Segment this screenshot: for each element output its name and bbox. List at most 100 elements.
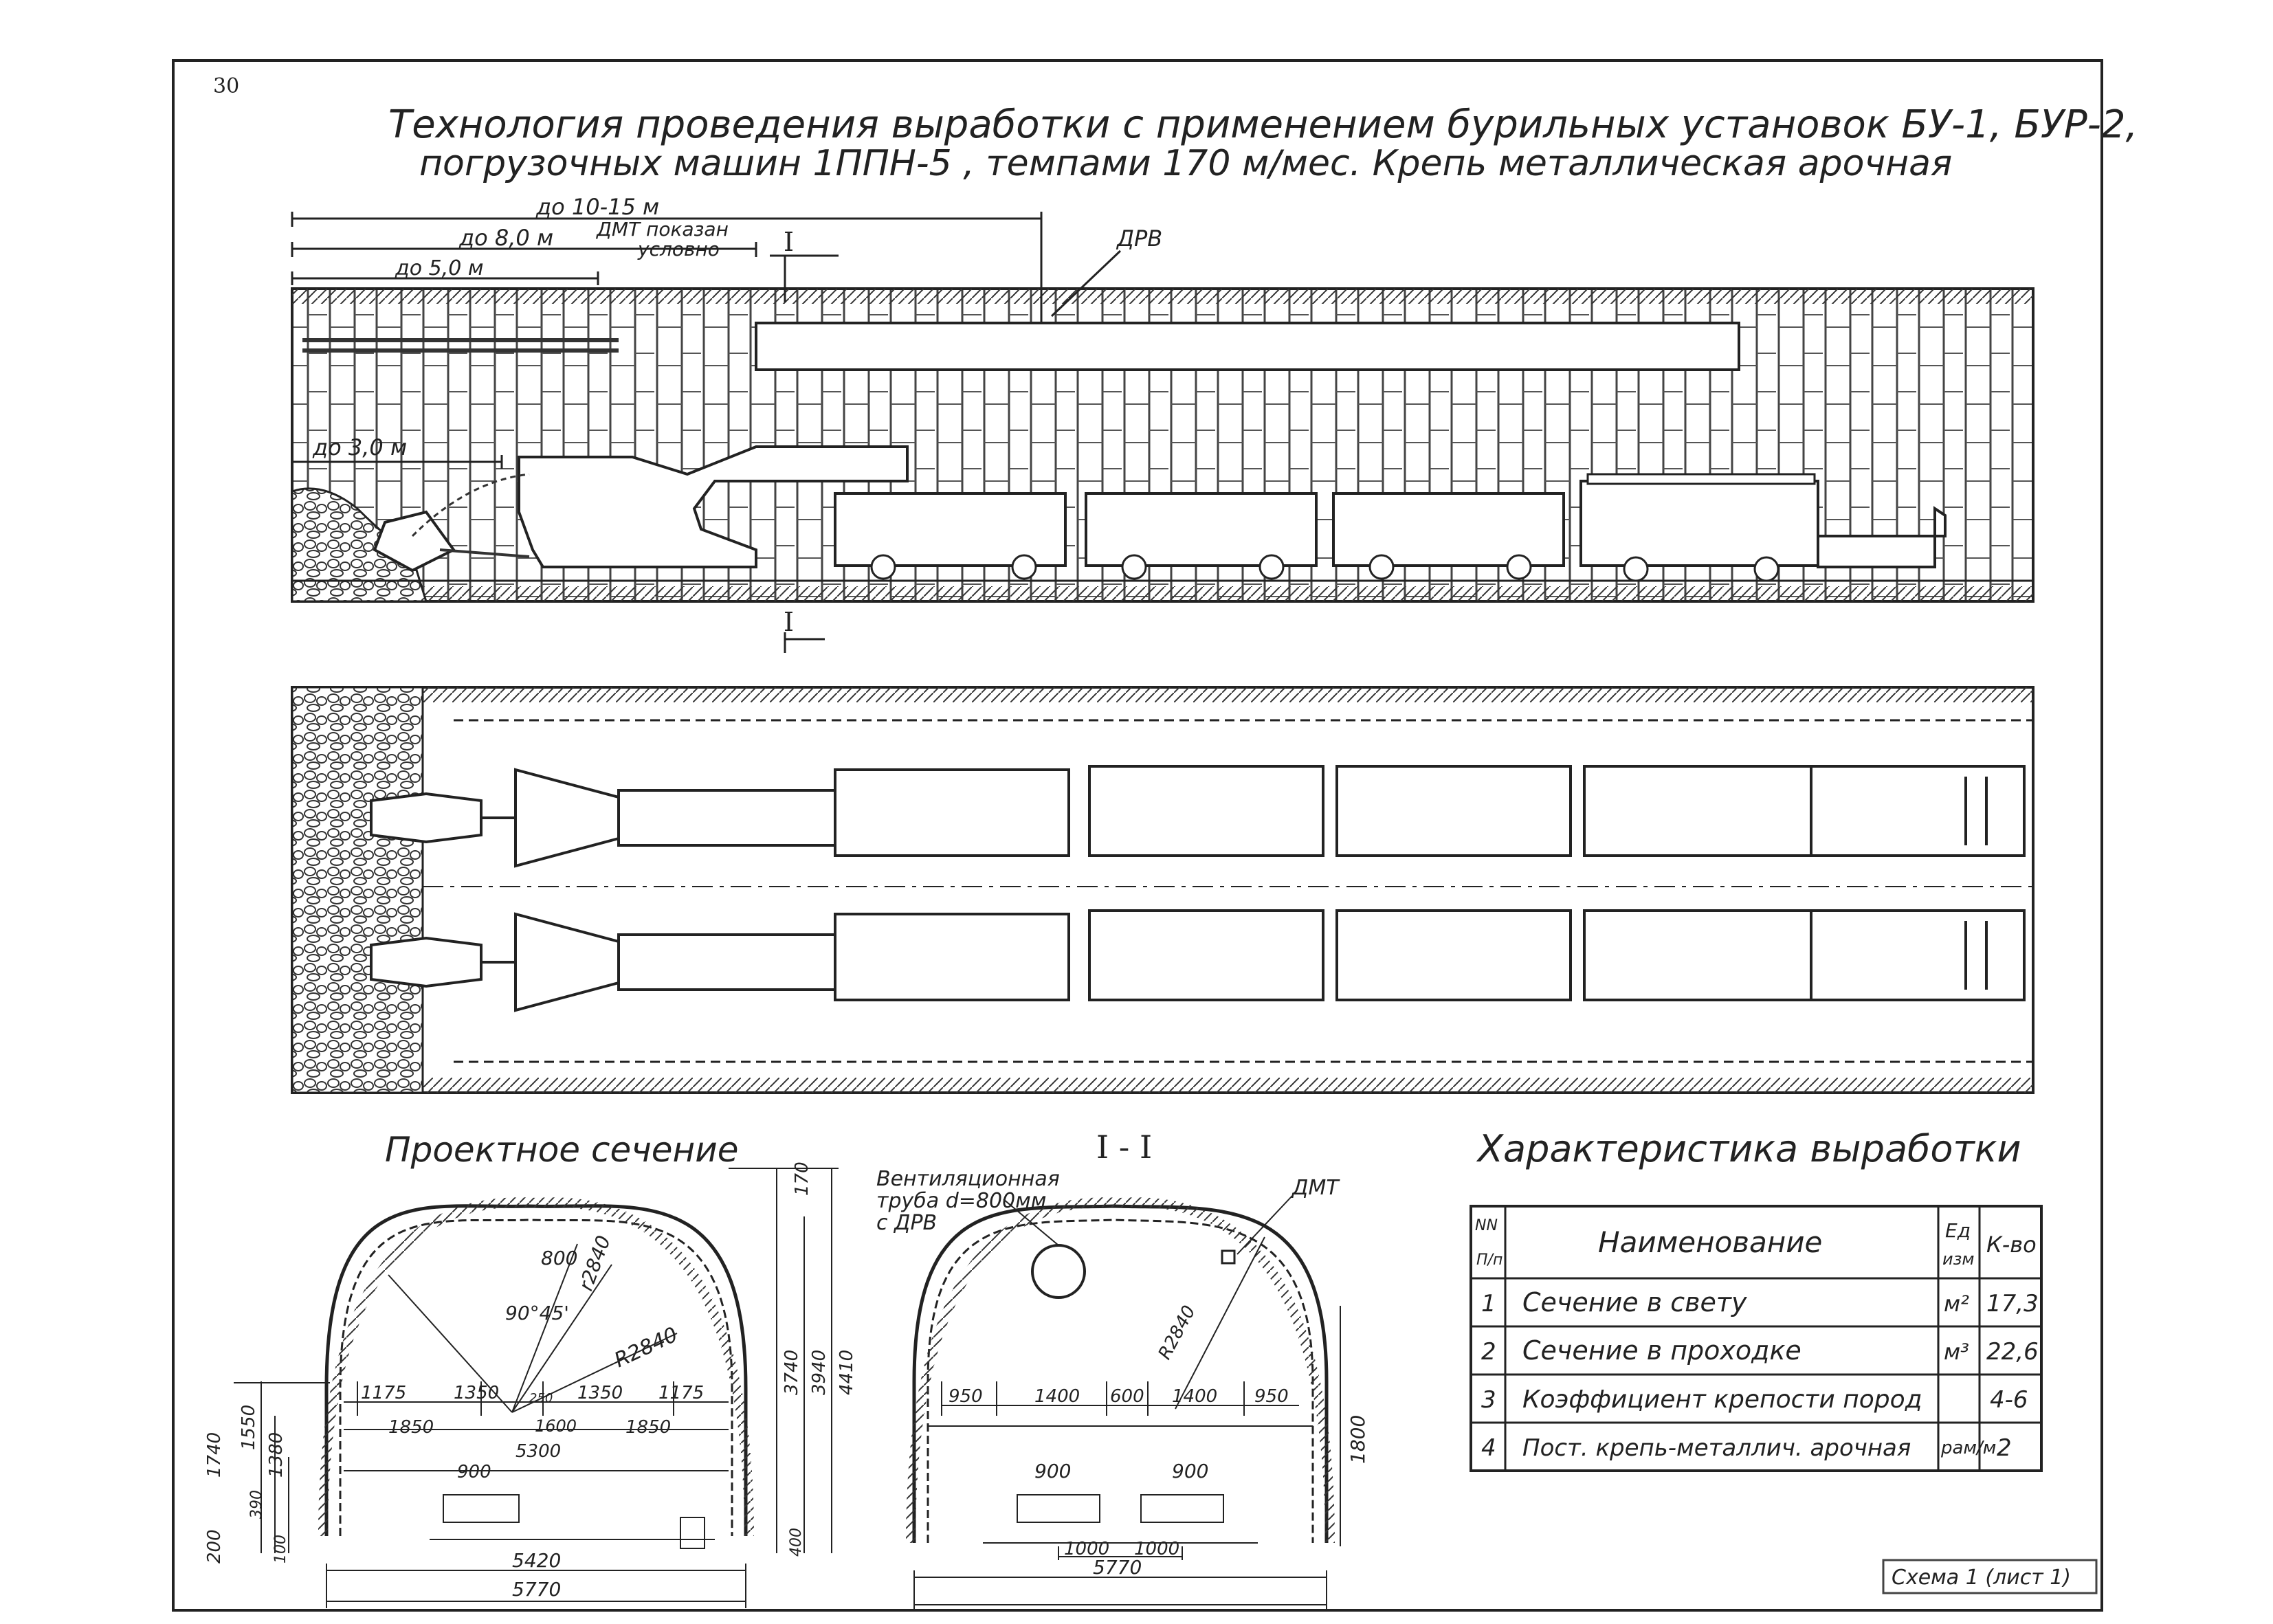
dim-10-15m: до 10-15 м — [535, 194, 659, 220]
section-mark-top: I — [784, 227, 794, 257]
sec-dim-950-right: 950 — [1254, 1386, 1289, 1407]
mine-car-3 — [1332, 492, 1565, 567]
dim-250: 250 — [529, 1391, 553, 1405]
plan-train-2 — [370, 909, 2026, 1012]
dim-angle: 90°45' — [505, 1302, 569, 1324]
vent-pipe-section — [1031, 1244, 1086, 1299]
page-number: 30 — [213, 74, 239, 98]
dim-170: 170 — [792, 1161, 812, 1196]
dim-1740: 1740 — [204, 1432, 225, 1478]
dim-r2840: R2840 — [611, 1322, 682, 1372]
row-4-unit: рам/м — [1940, 1438, 1996, 1458]
row-1-num: 1 — [1481, 1290, 1496, 1317]
dim-r2840-top: r2840 — [575, 1232, 615, 1293]
dim-1850-left: 1850 — [388, 1417, 434, 1438]
row-1-value: 17,3 — [1986, 1290, 2039, 1317]
row-2-num: 2 — [1481, 1338, 1496, 1366]
dmt-box — [1221, 1249, 1236, 1265]
sec-dim-900-left: 900 — [1034, 1460, 1071, 1482]
mine-car-2 — [1085, 492, 1318, 567]
dim-1380: 1380 — [266, 1432, 287, 1478]
sec-dim-600: 600 — [1110, 1386, 1144, 1407]
vent-pipe-drv — [755, 322, 1740, 371]
stamp-text: Схема 1 (лист 1) — [1892, 1566, 2071, 1590]
section-1-1-title: I - I — [1096, 1128, 1152, 1166]
dim-3740: 3740 — [781, 1350, 802, 1395]
section-1-1: I - I Вентиляционная труба d=800мм с ДРВ… — [876, 1128, 1369, 1612]
mine-car-1 — [834, 492, 1067, 567]
dim-1550: 1550 — [239, 1405, 259, 1450]
dmt-note-2: условно — [637, 238, 720, 260]
sec-dim-1000-left: 1000 — [1064, 1539, 1109, 1559]
profile-view: до 10-15 м до 8,0 м до 5,0 м до 3,0 м ДМ… — [291, 194, 2034, 653]
dim-5m: до 5,0 м — [395, 256, 484, 280]
dim-100: 100 — [272, 1535, 289, 1564]
vent-label-1: Вентиляционная — [876, 1167, 1060, 1191]
design-section: Проектное сечение 800 r2840 90°45' R2840… — [204, 1130, 857, 1608]
dim-5420: 5420 — [512, 1549, 561, 1572]
sec-dim-950-left: 950 — [949, 1386, 983, 1407]
loading-machine — [518, 445, 909, 568]
characteristics-table — [1470, 1205, 2043, 1472]
row-1-name: Сечение в свету — [1522, 1287, 1747, 1317]
dim-5300: 5300 — [515, 1441, 561, 1462]
header-name: Наименование — [1598, 1225, 1822, 1259]
header-unit-2: изм — [1942, 1249, 1974, 1269]
row-1-unit: м² — [1944, 1291, 1969, 1317]
loader-bucket — [373, 510, 456, 572]
dim-390: 390 — [248, 1490, 265, 1519]
dim-900: 900 — [457, 1462, 491, 1482]
dim-3940: 3940 — [809, 1350, 830, 1395]
row-4-value: 2 — [1997, 1434, 2012, 1462]
plan-train-1 — [370, 765, 2026, 868]
vent-label-3: с ДРВ — [876, 1211, 937, 1235]
header-num-1: NN — [1475, 1217, 1498, 1234]
dim-400: 400 — [788, 1528, 805, 1557]
plan-view — [291, 686, 2034, 1094]
bunker-car — [1579, 480, 1819, 567]
stamp-box — [1882, 1559, 2098, 1594]
title-line-2: погрузочных машин 1ППН-5 , темпами 170 м… — [419, 143, 1952, 184]
row-3-num: 3 — [1481, 1386, 1496, 1414]
locomotive — [1817, 506, 1947, 568]
sheet-border — [172, 59, 2103, 1612]
drv-label: ДРВ — [1116, 225, 1162, 252]
dim-200: 200 — [204, 1529, 225, 1564]
row-4-name: Пост. крепь-металлич. арочная — [1522, 1434, 1911, 1462]
header-unit-1: Ед — [1945, 1219, 1971, 1242]
dim-8m: до 8,0 м — [458, 225, 553, 251]
design-section-title: Проектное сечение — [385, 1130, 738, 1170]
row-3-value: 4-6 — [1990, 1386, 2028, 1414]
dim-1175-right: 1175 — [658, 1383, 704, 1403]
sec-dim-5770: 5770 — [1093, 1556, 1142, 1579]
dim-1600: 1600 — [535, 1416, 577, 1436]
plan-rock-face — [291, 686, 424, 1094]
sec-dim-1000-right: 1000 — [1134, 1539, 1179, 1559]
dim-1350-right: 1350 — [577, 1383, 623, 1403]
dim-800: 800 — [541, 1247, 577, 1269]
dim-4410: 4410 — [836, 1350, 857, 1395]
section-mark-bottom: I — [784, 607, 794, 637]
dim-1350-left: 1350 — [454, 1383, 499, 1403]
characteristics-block: Характеристика выработки NN П/п Наименов… — [1470, 1127, 2043, 1472]
dim-1850-right: 1850 — [625, 1417, 671, 1438]
section-r2840: R2840 — [1155, 1302, 1200, 1363]
vent-label-2: труба d=800мм — [876, 1189, 1046, 1213]
sec-dim-1400-left: 1400 — [1034, 1386, 1080, 1407]
dmt-label: ДМТ — [1291, 1176, 1340, 1200]
dim-5770: 5770 — [512, 1578, 561, 1601]
row-2-name: Сечение в проходке — [1522, 1335, 1801, 1366]
dmt-note-1: ДМТ показан — [595, 218, 729, 241]
title-line-1: Технология проведения выработки с примен… — [388, 102, 2138, 147]
sec-dim-1800: 1800 — [1346, 1415, 1369, 1464]
row-2-value: 22,6 — [1986, 1338, 2039, 1366]
header-value: К-во — [1986, 1232, 2037, 1258]
dim-3m: до 3,0 м — [312, 434, 407, 460]
dim-1175-left: 1175 — [361, 1383, 406, 1403]
design-arch-inner — [339, 1219, 733, 1536]
header-num-2: П/п — [1476, 1252, 1503, 1269]
sec-dim-900-right: 900 — [1172, 1460, 1208, 1482]
characteristics-title: Характеристика выработки — [1476, 1127, 2021, 1170]
row-4-num: 4 — [1481, 1434, 1496, 1462]
